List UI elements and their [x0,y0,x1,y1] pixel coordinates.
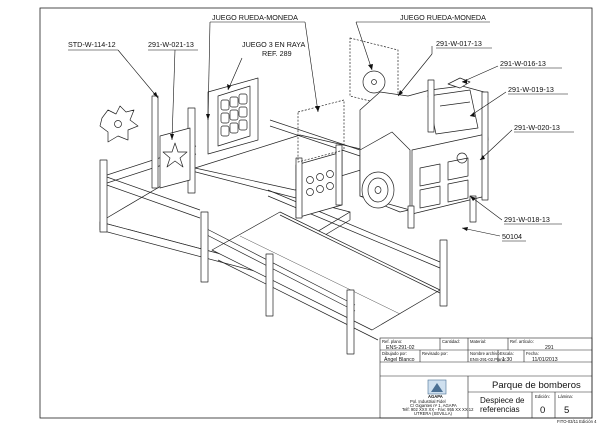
callout-291-w-021-13: 291-W-021-13 [148,40,194,49]
ref-plano-label: Ref. plano: [382,339,402,344]
windshield-line [439,101,471,107]
company-line-1: Pol. Industrial Fidel [410,399,446,404]
dibujado-value: Ángel Blanco [384,356,415,363]
escala-value: 1:30 [502,357,512,363]
form-code: FITO-03/11 Edición 4 [557,419,597,424]
title-block-frame [379,337,593,419]
dibujado-label: Dibujado por: [382,351,407,356]
railing-front-bot [103,183,201,219]
ramp-edge [279,214,441,294]
callout-std-w-114-12: STD-W-114-12 [68,40,116,49]
steering-center [114,120,122,128]
edicion-value: 0 [540,405,545,416]
lamina-value: 5 [564,405,569,416]
cantidad-label: Cantidad: [442,339,460,344]
callout-labels: JUEGO RUEDA-MONEDA JUEGO RUEDA-MONEDA ST… [68,13,560,241]
nombre-archivo-label: Nombre archivo [470,351,500,356]
post-truck-4 [407,205,415,229]
leader-lines [68,21,513,237]
leader-arrowheads [153,64,485,231]
lamina-label: Lámina: [558,394,573,399]
callout-ref-289: REF. 289 [262,49,292,58]
callout-juego-rueda-moneda-1: JUEGO RUEDA-MONEDA [212,13,298,22]
post-ramp-3 [346,289,355,355]
post-front-left [99,159,108,233]
coin-wheel-hub [371,79,377,85]
callout-291-w-019-13: 291-W-019-13 [508,85,554,94]
callout-291-w-020-13: 291-W-020-13 [514,123,560,132]
truck-windshield [427,89,479,135]
tic-tac-toe-cylinders [220,93,248,137]
callout-291-w-016-13: 291-W-016-13 [500,59,546,68]
tic-tac-toe-inner [217,85,251,147]
material-label: Material: [470,339,486,344]
rear-bar-1 [269,119,361,151]
post-ramp-2 [265,253,274,317]
revisado-label: Revisado por: [422,351,448,356]
railing-front-top [103,175,201,211]
truck-window-1 [419,163,441,187]
post-truck-2 [481,91,489,201]
ref-articulo-value: 291 [545,345,554,351]
title-block-text: Ref. plano: Cantidad: Material: Ref. art… [382,339,581,416]
company-name: AGAPA [428,394,443,399]
truck-window-2 [447,157,469,181]
callout-juego-rueda-moneda-2: JUEGO RUEDA-MONEDA [400,13,486,22]
fecha-label: Fecha: [526,351,539,356]
callout-underlines [356,21,574,242]
nombre-archivo-value: ENS-291-02.Plano [470,357,506,362]
post-truck-3 [469,195,477,223]
truck-wheel-hub [374,186,382,194]
truck-wheel [361,171,395,209]
rear-bar-2 [269,125,361,157]
truck-wheel-rim [367,177,389,203]
rueda-moneda-rear-zone [349,37,399,109]
ramp-handrail-left-bot [204,233,356,312]
truck-dash-wheel [456,152,468,164]
playground-isometric-view [99,37,489,355]
coin-wheel-rear [362,70,386,94]
post-panel-front-right [335,144,343,206]
project-title: Parque de bomberos [492,380,581,391]
company-line-3: Telf: 902 XXX XX - Fax: 955 XX XX 12 [402,407,474,412]
company-line-2: C/ Gigantes nº 1, AGAPA [410,403,457,408]
ramp-handrail-left-top [204,227,356,306]
coin-wheels [306,170,334,196]
ref-plano-value: ENS-291-02 [386,345,415,351]
sheet-border [39,7,593,419]
ref-articulo-label: Ref. artículo: [510,339,534,344]
logo-mountain-shape [431,383,443,392]
edicion-label: Edición: [535,394,550,399]
callout-juego-3-en-raya: JUEGO 3 EN RAYA [242,40,305,49]
post-std-w [151,95,159,189]
fecha-value: 11/01/2013 [532,357,558,363]
escala-label: Escala: [500,351,514,356]
callout-291-w-017-13: 291-W-017-13 [436,39,482,48]
fire-truck [359,77,489,229]
post-ramp-4 [439,239,448,307]
truck-panel-4 [447,179,469,203]
post-panel-front-left [295,157,303,219]
callout-291-w-018-13: 291-W-018-13 [504,215,550,224]
truck-panel-3 [419,185,441,209]
ramp-mid-line [239,235,401,315]
callout-50104: 50104 [502,232,522,241]
star-shape [162,142,188,168]
company-line-4: UTRERA (SEVILLA) [414,411,453,416]
steering-flower-panel [99,105,139,143]
description-line-2: referencias [480,405,520,414]
post-ramp-1 [200,211,209,283]
post-truck-1 [427,79,435,133]
description-line-1: Despiece de [480,396,525,405]
title-block [379,337,593,419]
rueda-moneda-front-zone [297,99,345,163]
